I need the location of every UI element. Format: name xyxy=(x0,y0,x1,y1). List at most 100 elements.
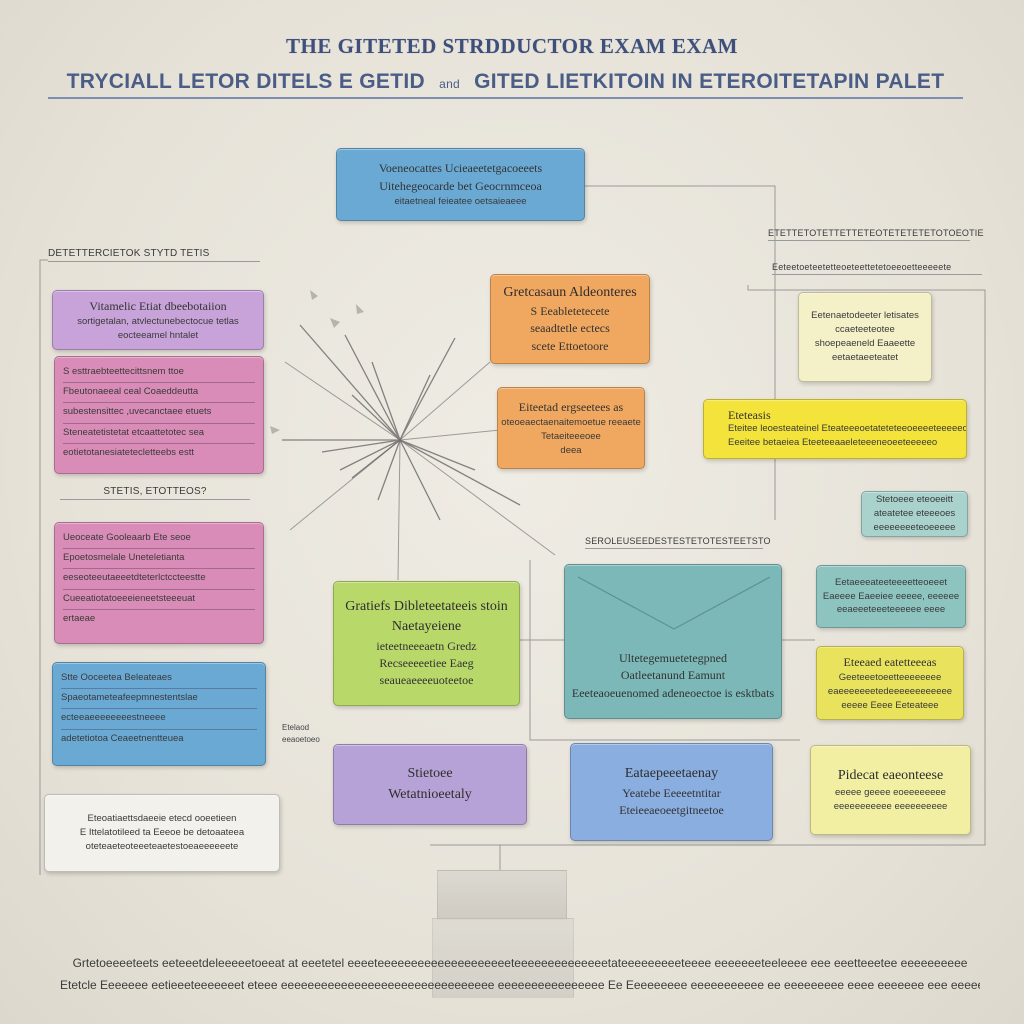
box-text: Eeeitee betaeiea Eteeteeaaeleteeeneoeete… xyxy=(728,437,938,449)
left-blue-box[interactable]: Stte Ooceetea Beleateaes Spaeotameteafee… xyxy=(52,662,266,766)
right-cream-note[interactable]: Eetenaetodeeter letisates ccaeteeteotee … xyxy=(798,292,932,382)
box-text: Eteteasis xyxy=(728,407,771,422)
box-text: ertaeae xyxy=(63,612,96,624)
right-teal-small-box[interactable]: Stetoeee eteoeeitt ateatetee eteeeoes ee… xyxy=(861,491,968,537)
box-text: Uitehegeocarde bet Geocrnmceoa xyxy=(379,178,542,193)
box-text: Fbeutonaeeal ceal Coaeddeutta xyxy=(63,383,255,404)
right-yellow-bottom-box[interactable]: Pidecat eaeonteese eeeee geeee eoeeeeeee… xyxy=(810,745,971,835)
box-text: Tetaeiteeeoee xyxy=(541,430,601,442)
box-text: Wetatnioeetaly xyxy=(388,786,472,802)
left-mid-label: STETIS, ETOTTEOS? xyxy=(60,486,250,500)
box-text: subestensittec ,uvecanctaee etuets xyxy=(63,403,255,424)
box-text: Recseeeeetiee Eaeg xyxy=(379,656,474,671)
center-orange-top-box[interactable]: Gretcasaun Aldeonteres S Eeabletetecete … xyxy=(490,274,650,364)
box-text: Gretcasaun Aldeonteres xyxy=(503,284,637,300)
center-blue-bottom-box[interactable]: Eataepeeetaenay Yeatebe Eeeeetntitar Ete… xyxy=(570,743,773,841)
center-purple-bottom-box[interactable]: Stietoee Wetatnioeetaly xyxy=(333,744,527,825)
box-text: shoepeaeneld Eaaeette xyxy=(814,338,916,349)
box-text: eotietotanesiatetecletteebs estt xyxy=(63,446,194,458)
box-text: eaeeeeeeetedeeeeeeeeeeee xyxy=(827,685,953,697)
center-orange-mid-box[interactable]: Eiteetad ergseetees as oteoeaectaenaitem… xyxy=(497,387,645,469)
box-text: Eaeeee Eaeeiee eeeee, eeeeee xyxy=(822,590,960,602)
left-white-box[interactable]: Eteoatiaettsdaeeie etecd ooeetieen E Itt… xyxy=(44,794,280,872)
box-text: Eetaeeeateeteeeetteoeeet xyxy=(835,576,947,588)
box-text: oteteaeteoteeeteaetestoeaeeeeeete xyxy=(85,840,239,852)
box-text: Yeatebe Eeeeetntitar xyxy=(622,785,721,800)
box-text: seaueaeeeeuoteetoe xyxy=(379,673,474,688)
right-teal-mid-box[interactable]: Eetaeeeateeteeeetteoeeet Eaeeee Eaeeiee … xyxy=(816,565,966,628)
subtitle-right: GITED LIETKITOIN IN ETEROITETAPIN PALET xyxy=(474,70,945,93)
box-text: Eiteetad ergseetees as xyxy=(518,399,624,414)
box-text: Spaeotameteafeepmnestentslae xyxy=(61,689,257,710)
box-text: Eeeteaoeuenomed adeneoectoe is esktbats xyxy=(571,685,775,700)
aside-note-text: eeaoetoeo xyxy=(282,735,320,744)
box-text: Stietoee xyxy=(407,766,453,782)
box-text: eocteeamel hntalet xyxy=(117,329,199,341)
box-text: Naetayeiene xyxy=(391,619,462,635)
subtitle-left: TRYCIALL LETOR DITELS E GETID xyxy=(66,70,425,93)
box-text: sortigetalan, atvlectunebectocue tetlas xyxy=(77,315,239,327)
box-text: adetetiotoa Ceaeetnentteuea xyxy=(61,732,184,744)
box-text: Eteitee leoesteateinel Eteateeeoetatetet… xyxy=(728,422,967,434)
box-text: Gratiefs Dibleteetateeis stoin xyxy=(345,599,508,615)
left-purple-box[interactable]: Vitamelic Etiat dbeebotaiion sortigetala… xyxy=(52,290,264,350)
box-text: Voeneocattes Ucieaeetetgacoeeets xyxy=(378,161,543,176)
right-section-label-1: ETETTETOTETTETTETEOTETETETETOTOEOTIE xyxy=(768,228,984,241)
box-text: Eteieeaeoeetgitneetoe xyxy=(619,803,724,818)
box-text: Geeteeetoeetteeeeeeee xyxy=(838,672,942,684)
box-text: Stte Ooceetea Beleateaes xyxy=(61,669,257,690)
box-text: Steneatetistetat etcaattetotec sea xyxy=(63,424,255,444)
center-teal-big-box[interactable]: Ultetegemuetetegpned Oatleetanund Eamunt… xyxy=(564,564,782,719)
box-text: Pidecat eaeonteese xyxy=(837,768,944,784)
right-section-label-2: Eeteetoeteetetteoeteettetetoeeoetteeeeet… xyxy=(772,262,982,275)
box-text: ccaeteeteotee xyxy=(835,324,895,336)
right-yellow-wide-box[interactable]: Eteteasis Eteitee leoesteateinel Eteatee… xyxy=(703,399,967,459)
box-text: Oatleetanund Eamunt xyxy=(620,668,726,683)
box-text: Eteeaed eatetteeeas xyxy=(843,654,937,669)
box-text: Cueeatiotatoeeeieneetsteeeuat xyxy=(63,590,255,610)
box-text: Epoetosmelale Uneteletianta xyxy=(63,549,255,570)
box-text: ateatetee eteeeoes xyxy=(873,508,956,520)
box-text: scete Ettoetoore xyxy=(531,338,609,353)
box-text: ieteetneeeaetn Gredz xyxy=(376,638,477,653)
box-text: Stetoeee eteoeeitt xyxy=(875,494,954,506)
box-text: Ueoceate Gooleaarb Ete seoe xyxy=(63,529,255,550)
envelope-icon xyxy=(577,576,771,630)
page-title: THE GITETED STRDDUCTOR EXAM EXAM xyxy=(285,34,738,58)
box-text: S Eeabletetecete xyxy=(530,304,610,319)
aside-note-text: Etelaod xyxy=(282,723,310,732)
box-text: Eetenaetodeeter letisates xyxy=(811,310,919,322)
box-text: eeeee geeee eoeeeeeeee xyxy=(835,787,946,799)
pedestal-top xyxy=(437,870,567,920)
left-pink-box-1[interactable]: S esttraebteettecittsnem ttoe Fbeutonaee… xyxy=(54,356,264,474)
center-blue-top-box[interactable]: Voeneocattes Ucieaeetetgacoeeets Uiteheg… xyxy=(336,148,585,221)
aside-note: Etelaod eeaoetoeo xyxy=(282,722,330,746)
teal-section-label: SEROLEUSEEDESTESTETOTESTEETSTO xyxy=(585,536,771,549)
box-text: seaadtetle ectecs xyxy=(530,321,610,336)
subtitle-connector: and xyxy=(439,77,461,91)
box-text: eetaetaeeteatet xyxy=(831,351,899,363)
burst-strokes xyxy=(282,324,521,521)
box-text: eitaetneal feieatee oetsaieaeee xyxy=(394,196,527,207)
box-text: Ultetegemuetetegpned xyxy=(619,650,727,665)
box-text: eeseoteeutaeeetdteterlctccteestte xyxy=(63,569,255,590)
box-text: S esttraebteettecittsnem ttoe xyxy=(63,363,255,384)
box-text: Eataepeeetaenay xyxy=(624,766,719,782)
box-text: oteoeaectaenaitemoetue reeaete xyxy=(501,417,641,429)
box-text: eeeeeeeeeee eeeeeeeeee xyxy=(833,801,948,813)
footer-line-1: Grtetoeeeeteets eeteeetdeleeeeetoeeat at… xyxy=(72,956,968,970)
box-text: Vitamelic Etiat dbeebotaiion xyxy=(89,298,227,313)
box-text: deea xyxy=(560,444,582,456)
box-text: ecteeaeeeeeeeestneeee xyxy=(61,709,257,730)
page-subtitle: TRYCIALL LETOR DITELS E GETID and GITED … xyxy=(48,70,963,99)
center-green-box[interactable]: Gratiefs Dibleteetateeis stoin Naetayeie… xyxy=(333,581,520,706)
box-text: eeeee Eeee Eeteateee xyxy=(841,699,939,711)
pedestal-base xyxy=(432,918,574,998)
left-pink-box-2[interactable]: Ueoceate Gooleaarb Ete seoe Epoetosmelal… xyxy=(54,522,264,644)
box-text: E Ittelatotileed ta Eeeoe be detoaateea xyxy=(79,827,245,839)
footer-line-2: Etetcle Eeeeeee eetieeeteeeeeeet eteee e… xyxy=(60,978,980,992)
box-text: eeeeeeeeteoeeeee xyxy=(873,521,956,533)
right-yellow-mid-box[interactable]: Eteeaed eatetteeeas Geeteeetoeetteeeeeee… xyxy=(816,646,964,720)
left-section-label: DETETTERCIETOK STYTD TETIS xyxy=(48,248,260,262)
box-text: eeaeeeteeeteeeeee eeee xyxy=(836,604,946,616)
